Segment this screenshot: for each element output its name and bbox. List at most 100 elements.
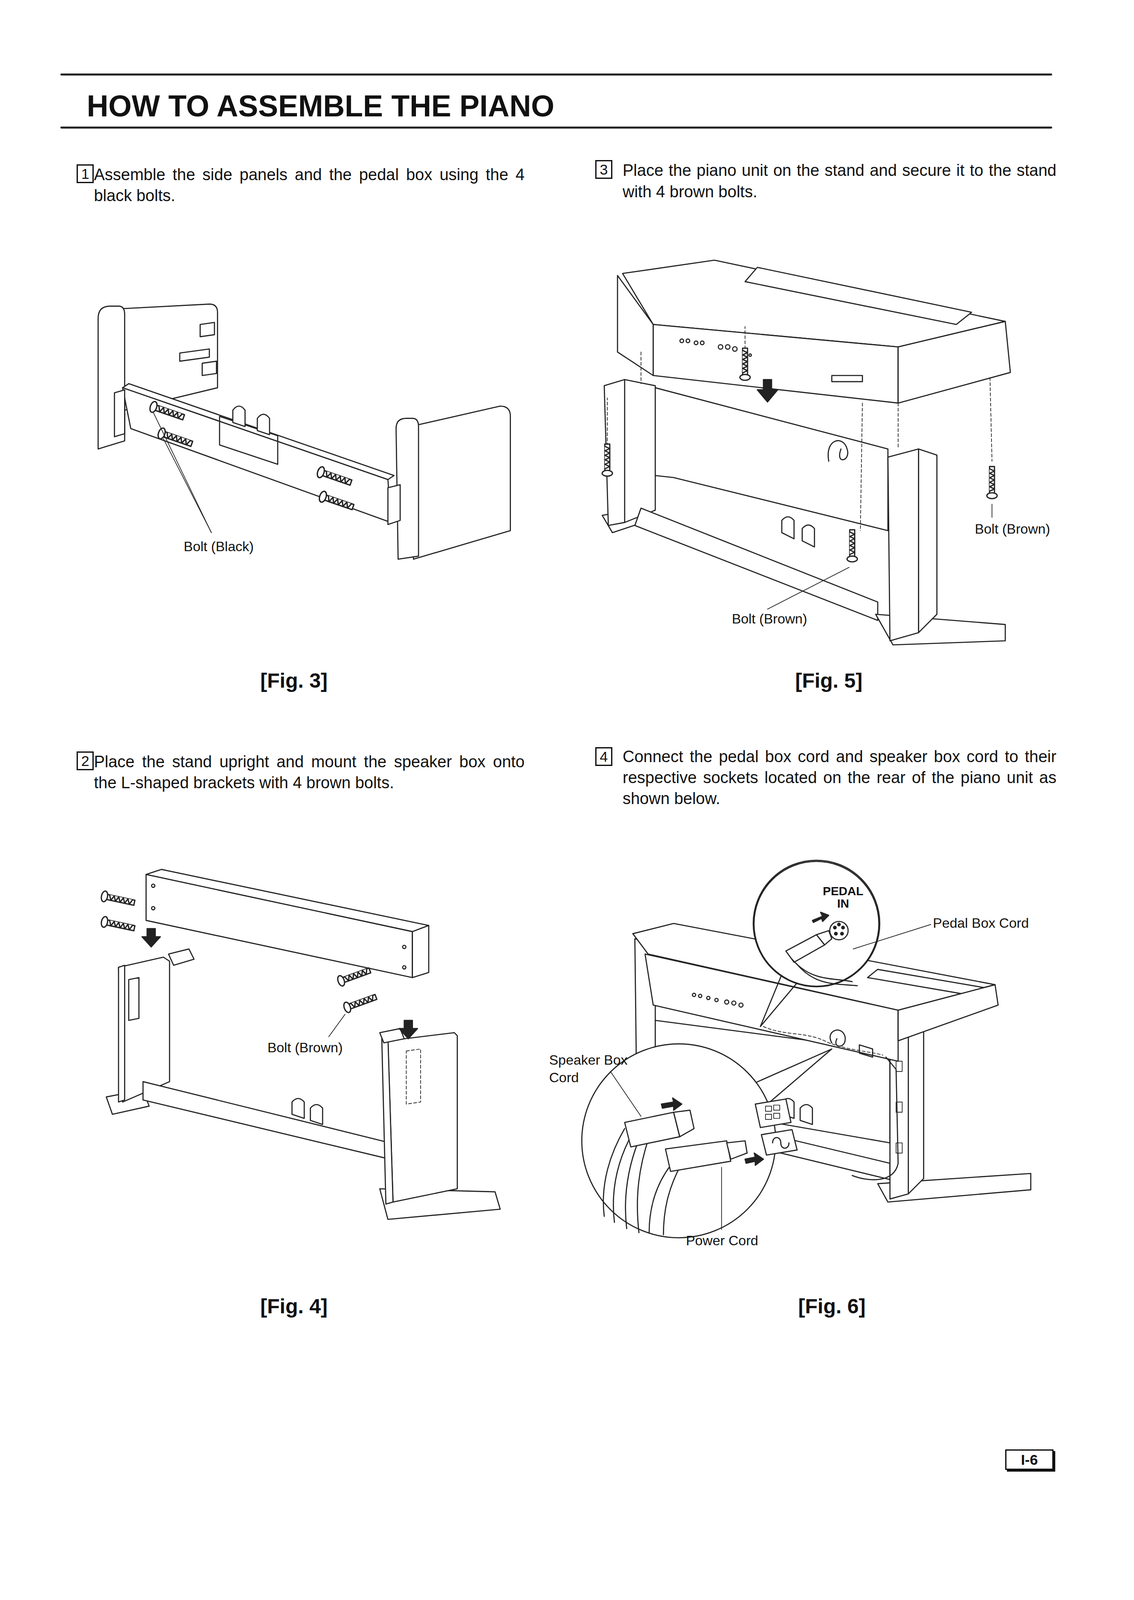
step-number-text: 2: [81, 753, 90, 769]
fig6-drawing: [859, 1044, 873, 1058]
fig4-drawing: [381, 1036, 393, 1205]
fig6-drawing: [665, 1140, 731, 1172]
fig4-drawing: [388, 1032, 458, 1203]
fig4-drawing: [402, 965, 407, 970]
step-text: Place the piano unit on the stand and se…: [622, 160, 1057, 203]
fig6-drawing: [851, 1056, 898, 1180]
magnifier-outline: [753, 860, 880, 988]
fig6-drawing: [833, 926, 837, 929]
part-label: Speaker Box Cord: [549, 1051, 637, 1087]
fig4-drawing: [399, 1020, 418, 1040]
fig5-drawing: [700, 341, 705, 345]
fig6-drawing: [840, 932, 844, 936]
fig4-drawing: [142, 928, 161, 947]
fig6-drawing: [841, 926, 845, 929]
fig5-drawing: [757, 379, 778, 402]
fig6-drawing: [834, 932, 838, 936]
part-label: Pedal Box Cord: [932, 914, 1029, 933]
fig6-drawing: [692, 993, 696, 997]
page-number-text: I-6: [1021, 1452, 1039, 1467]
part-label: Bolt (Black): [183, 537, 254, 556]
fig4-drawing: [402, 945, 407, 949]
figure-caption: [Fig. 3]: [191, 667, 396, 695]
fig6-drawing: [724, 1000, 729, 1005]
fig6-drawing: [837, 923, 841, 926]
step-text: Place the stand upright and mount the sp…: [93, 751, 525, 794]
fig6-drawing: [581, 860, 1031, 1238]
fig3-drawing: [114, 389, 125, 437]
fig6-drawing: [581, 1043, 776, 1238]
fig6-drawing: [812, 912, 829, 923]
fig4-drawing: [118, 965, 125, 1103]
fig5-drawing: [828, 440, 848, 462]
fig5-drawing: [655, 387, 888, 531]
figure-caption: [Fig. 4]: [191, 1293, 396, 1320]
fig5-drawing: [725, 344, 730, 350]
magnifier-circle: PEDAL IN: [753, 860, 880, 988]
fig5-drawing: [989, 377, 992, 462]
fig4-drawing: [151, 884, 155, 888]
fig5-drawing: [694, 341, 698, 345]
step-number: 3: [595, 160, 613, 179]
fig5-drawing: [887, 448, 919, 641]
fig5-drawing: [991, 504, 993, 518]
header-rule: [61, 74, 1051, 128]
fig4-drawing: [291, 1098, 305, 1119]
fig5-drawing: [846, 529, 858, 562]
fig3-drawing: [97, 305, 125, 449]
fig6-drawing: [765, 1106, 772, 1112]
fig6-drawing: [896, 1061, 903, 1072]
fig5-drawing: [732, 346, 737, 351]
fig4-drawing: [128, 977, 140, 1021]
fig5-drawing: [986, 466, 998, 499]
fig5-drawing: [685, 338, 690, 343]
fig3-drawing: [232, 406, 246, 427]
fig6-drawing: [908, 1010, 924, 1194]
fig6-drawing: [795, 963, 858, 986]
fig3-drawing: [122, 387, 392, 523]
header-rule: [61, 73, 1051, 76]
fig4-drawing: [412, 925, 429, 978]
fig3-drawing: [163, 438, 212, 533]
fig6-drawing: [673, 1110, 695, 1137]
fig4-drawing: [328, 1014, 345, 1037]
part-label: Bolt (Brown): [731, 610, 808, 629]
fig5-drawing: [653, 324, 898, 404]
fig6-drawing: [706, 996, 710, 1000]
fig4-drawing: [118, 957, 170, 1103]
fig6-drawing: [773, 1113, 780, 1119]
fig6-drawing: [830, 1030, 846, 1047]
fig3-drawing: [317, 490, 355, 513]
fig6-drawing: [698, 994, 702, 998]
step-number: 2: [76, 751, 95, 771]
fig6-drawing: [613, 1132, 633, 1223]
fig4-drawing: [151, 906, 155, 910]
fig6-drawing: [772, 1137, 789, 1149]
fig6-drawing: [610, 1071, 642, 1117]
step-text: Connect the pedal box cord and speaker b…: [622, 746, 1057, 810]
fig3-drawing: [97, 304, 511, 560]
fig5-drawing: [624, 379, 656, 523]
fig4-drawing: [100, 890, 136, 909]
fig5-drawing: [831, 375, 863, 382]
step-number: 1: [76, 164, 95, 184]
fig5-drawing: [679, 338, 684, 343]
fig5-drawing: [744, 326, 746, 349]
fig6-drawing: [773, 1104, 780, 1111]
fig4-drawing: [342, 991, 378, 1014]
fig6-drawing: [624, 1112, 680, 1147]
step-number-text: 3: [599, 162, 608, 177]
fig5-drawing: [898, 321, 1011, 404]
step-number-text: 4: [599, 749, 608, 764]
fig6-drawing: [603, 1128, 625, 1217]
step-number-text: 1: [81, 166, 90, 182]
step-text: Assemble the side panels and the pedal b…: [93, 164, 525, 207]
fig6-drawing: [731, 1000, 737, 1006]
fig6-drawing: [726, 1140, 748, 1160]
fig5-drawing: [781, 516, 795, 539]
fig5-drawing: [606, 397, 608, 446]
fig4-drawing: [310, 1104, 323, 1125]
socket-label: PEDAL IN: [817, 884, 869, 911]
part-label: Power Cord: [685, 1231, 759, 1250]
fig6-drawing: [800, 1104, 813, 1125]
